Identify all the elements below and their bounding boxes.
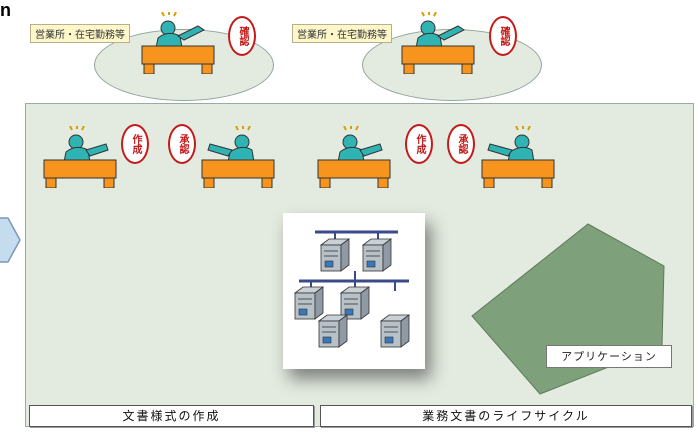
location-label-1: 営業所・在宅勤務等 xyxy=(30,24,130,43)
corner-text: n xyxy=(0,0,11,20)
location-label-2: 営業所・在宅勤務等 xyxy=(292,24,392,43)
stamp-confirm: 確認 xyxy=(489,16,517,56)
worker-at-desk-icon xyxy=(317,126,391,188)
application-label: アプリケーション xyxy=(546,345,672,368)
worker-at-desk-icon xyxy=(43,126,117,188)
stamp-create: 作成 xyxy=(121,124,149,164)
left-arrow-icon xyxy=(0,217,21,263)
stamp-create: 作成 xyxy=(405,124,433,164)
stamp-approve: 承認 xyxy=(447,124,475,164)
server-network-icon xyxy=(294,230,410,348)
bottom-label-left: 文書様式の作成 xyxy=(29,405,314,427)
stamp-approve: 承認 xyxy=(168,124,196,164)
worker-at-desk-icon xyxy=(141,12,215,74)
server-network-card xyxy=(283,213,425,369)
worker-at-desk-icon xyxy=(201,126,275,188)
stamp-confirm: 確認 xyxy=(228,16,256,56)
worker-at-desk-icon xyxy=(401,12,475,74)
bottom-label-right: 業務文書のライフサイクル xyxy=(320,405,692,427)
application-polygon xyxy=(471,223,665,395)
worker-at-desk-icon xyxy=(481,126,555,188)
